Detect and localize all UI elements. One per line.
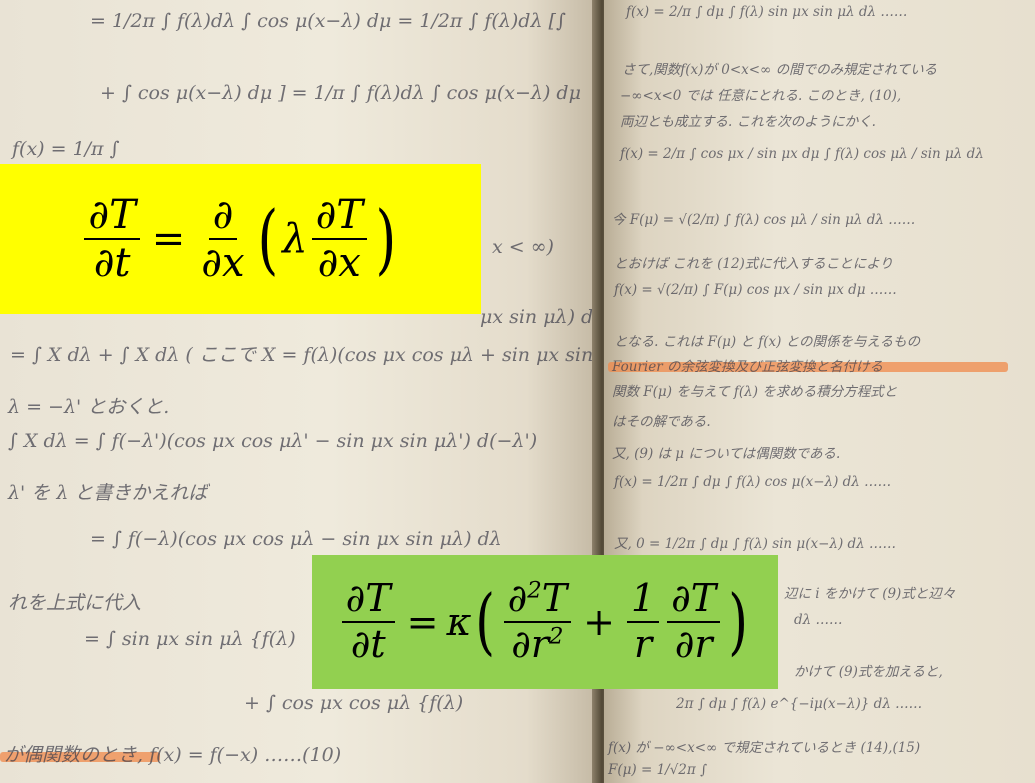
equals-sign: = [406,600,439,644]
inner-denominator: ∂x [317,240,361,286]
handwritten-line: 関数 F(μ) を与えて f(λ) を求める積分方程式と [612,384,898,400]
handwritten-line: 又, (9) は μ については偶関数である. [612,446,841,462]
kappa-symbol: κ [446,600,472,644]
handwritten-line: 辺に i をかけて (9)式と辺々 [784,586,956,602]
handwritten-line: F(μ) = 1/√2π ∫ [608,762,708,778]
handwritten-line: さて,関数f(x)が 0<x<∞ の間でのみ規定されている [622,62,938,78]
handwritten-line: はその解である. [612,414,711,430]
reciprocal-denominator: r [633,622,653,666]
lhs-fraction: ∂T ∂t [341,578,395,666]
right-book-page: f(x) = 2/π ∫ dμ ∫ f(λ) sin μx sin μλ dλ … [604,0,1035,783]
first-derivative-denominator: ∂r [674,622,713,666]
handwritten-line: f(x) が −∞<x<∞ で規定されているとき (14),(15) [608,740,921,756]
partial-r: ∂r [511,622,550,666]
handwritten-line: ∫ X dλ = ∫ f(−λ')(cos μx cos μλ' − sin μ… [8,430,538,452]
reciprocal-r-fraction: 1 r [626,578,660,666]
lhs-numerator: ∂T [84,194,140,240]
handwritten-line: 2π ∫ dμ ∫ f(λ) e^{−iμ(x−λ)} dλ …… [676,696,923,712]
orange-highlight [0,752,160,762]
handwritten-line: 今 F(μ) = √(2/π) ∫ f(λ) cos μλ / sin μλ d… [612,212,916,228]
open-paren: ( [475,579,496,664]
reciprocal-numerator: 1 [626,578,660,623]
close-paren: ) [728,579,749,664]
lambda-symbol: λ [282,216,308,262]
handwritten-line: = ∫ sin μx sin μλ {f(λ) [84,628,296,650]
handwritten-line: かけて (9)式を加えると, [794,664,943,680]
orange-highlight [608,362,1008,372]
handwritten-line: 両辺とも成立する. これを次のようにかく. [620,114,876,130]
exponent: 2 [527,577,542,604]
heat-equation-radial-box: ∂T ∂t = κ ( ∂2T ∂r2 + 1 r ∂T ∂r ) [312,555,778,689]
handwritten-line: となる. これは F(μ) と f(x) との関係を与えるもの [614,334,921,350]
inner-numerator: ∂T [311,194,367,240]
second-derivative-denominator: ∂r2 [507,623,567,665]
handwritten-line: λ' を λ と書きかえれば [8,482,208,504]
handwritten-line: = ∫ X dλ + ∫ X dλ ( ここで X = f(λ)(cos μx … [10,344,598,366]
exponent: 2 [549,623,564,650]
inner-fraction: ∂T ∂x [311,194,367,286]
lhs-fraction: ∂T ∂t [84,194,140,286]
handwritten-line: = 1/2π ∫ f(λ)dλ ∫ cos μ(x−λ) dμ = 1/2π ∫… [90,10,566,32]
handwritten-line: μx sin μλ) dλ [480,306,598,328]
lhs-numerator: ∂T [341,578,395,623]
handwritten-line: 又, 0 = 1/2π ∫ dμ ∫ f(λ) sin μ(x−λ) dλ …… [614,536,896,552]
open-paren: ( [256,194,278,283]
handwritten-line: f(x) = 1/π ∫ [12,138,120,160]
heat-equation-1d-box: ∂T ∂t = ∂ ∂x ( λ ∂T ∂x ) [0,164,481,314]
derivative-operator: ∂ ∂x [197,194,248,284]
handwritten-line: Fourier の余弦変換及び正弦変換と名付ける [612,359,883,375]
handwritten-line: れを上式に代入 [8,592,142,614]
handwritten-line: f(x) = √(2/π) ∫ F(μ) cos μx / sin μx dμ … [614,282,897,298]
handwritten-line: f(x) = 1/2π ∫ dμ ∫ f(λ) cos μ(x−λ) dλ …… [614,474,892,490]
handwritten-line: + ∫ cos μ(x−λ) dμ ] = 1/π ∫ f(λ)dλ ∫ cos… [100,82,581,104]
operator-numerator: ∂ [208,194,238,240]
handwritten-line: x < ∞) [492,236,554,258]
temperature-symbol: T [541,576,568,621]
operator-denominator: ∂x [201,240,245,286]
handwritten-line: −∞<x<0 では 任意にとれる. このとき, (10), [620,88,902,104]
handwritten-line: = ∫ f(−λ)(cos μx cos μλ − sin μx sin μλ)… [90,528,502,550]
left-book-page: = 1/2π ∫ f(λ)dλ ∫ cos μ(x−λ) dμ = 1/2π ∫… [0,0,598,783]
equals-sign: = [151,216,186,262]
handwritten-line: dλ …… [794,612,843,628]
handwritten-line: とおけば これを (12)式に代入することにより [614,256,894,272]
handwritten-line: が偶関数のとき, f(x) = f(−x) ……(10) [4,744,342,766]
handwritten-line: f(x) = 2/π ∫ dμ ∫ f(λ) sin μx sin μλ dλ … [626,4,908,20]
second-derivative-fraction: ∂2T ∂r2 [503,576,572,665]
first-derivative-numerator: ∂T [667,578,721,623]
plus-sign: + [583,600,615,644]
first-derivative-fraction: ∂T ∂r [667,578,721,666]
close-paren: ) [375,194,397,283]
handwritten-line: f(x) = 2/π ∫ cos μx / sin μx dμ ∫ f(λ) c… [620,146,984,162]
lhs-denominator: ∂t [350,622,386,666]
handwritten-line: + ∫ cos μx cos μλ {f(λ) [244,692,464,714]
handwritten-line: λ = −λ' とおくと. [8,396,170,418]
second-derivative-numerator: ∂2T [503,576,572,623]
partial-symbol: ∂ [507,576,528,621]
lhs-denominator: ∂t [93,240,131,286]
